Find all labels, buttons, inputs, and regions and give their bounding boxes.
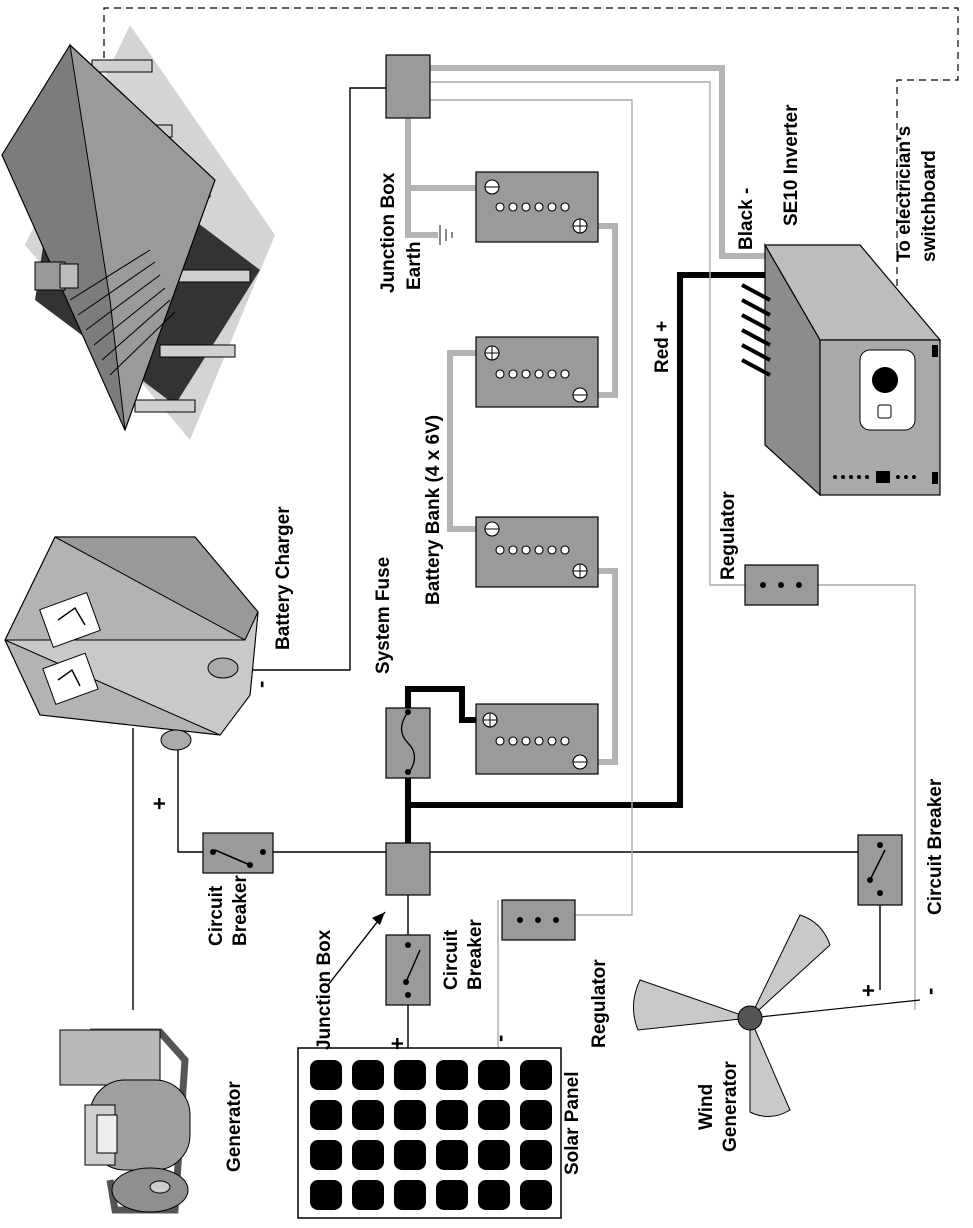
circuit-breaker-icon bbox=[385, 934, 431, 1006]
sign-wind-positive: + bbox=[856, 984, 881, 997]
battery-icon bbox=[475, 516, 599, 588]
junction-box-arrow bbox=[327, 911, 386, 986]
regulator-icon bbox=[744, 564, 819, 606]
circuit-breaker-icon bbox=[202, 832, 274, 874]
junction-box-icon bbox=[385, 54, 431, 119]
inverter-icon bbox=[741, 242, 942, 497]
label-circuit-breaker-mid-1: Circuit bbox=[441, 929, 462, 990]
label-red-positive: Red + bbox=[652, 321, 673, 373]
sign-solar-positive: + bbox=[385, 1037, 410, 1050]
house-icon bbox=[1, 25, 275, 440]
label-black-negative: Black - bbox=[736, 188, 757, 250]
battery-charger-icon bbox=[4, 536, 259, 751]
black-cable-fuse-to-battery bbox=[405, 686, 488, 723]
grey-cable-b2-b3 bbox=[447, 350, 488, 532]
label-system-fuse: System Fuse bbox=[373, 557, 394, 674]
solar-panel-icon bbox=[297, 1047, 562, 1219]
junction-box-arrowhead bbox=[372, 912, 385, 925]
label-regulator-right: Regulator bbox=[718, 491, 739, 580]
earth-ground-icon bbox=[439, 225, 453, 245]
sign-wind-negative: - bbox=[917, 988, 942, 995]
label-wind-generator-1: Wind bbox=[696, 1084, 717, 1130]
label-junction-box-bottom: Junction Box bbox=[314, 929, 335, 1050]
battery-bank bbox=[475, 171, 599, 775]
label-generator: Generator bbox=[224, 1081, 245, 1172]
regulator-wind-wire bbox=[818, 584, 916, 1010]
label-switchboard-line1: To electrician's bbox=[894, 126, 915, 262]
sign-solar-negative: - bbox=[487, 1035, 512, 1042]
sign-charger-positive: + bbox=[147, 797, 172, 810]
wind-turbine-icon bbox=[633, 914, 921, 1117]
label-circuit-breaker-left-1: Circuit bbox=[206, 885, 227, 946]
label-regulator-bottom: Regulator bbox=[589, 959, 610, 1048]
battery-icon bbox=[475, 336, 599, 408]
label-switchboard-line2: switchboard bbox=[919, 150, 940, 262]
regulator-icon bbox=[501, 899, 576, 941]
sign-charger-negative: - bbox=[248, 681, 273, 688]
black-cable-red-to-inverter bbox=[408, 272, 765, 808]
battery-icon bbox=[475, 171, 599, 243]
label-circuit-breaker-left-2: Breaker bbox=[230, 875, 251, 946]
label-solar-panel: Solar Panel bbox=[562, 1072, 583, 1176]
switchboard-dashed-line bbox=[103, 7, 959, 380]
label-junction-box-top: Junction Box bbox=[378, 172, 399, 293]
label-circuit-breaker-mid-2: Breaker bbox=[465, 919, 486, 990]
label-battery-charger: Battery Charger bbox=[273, 506, 294, 650]
junction-box-icon bbox=[385, 842, 431, 896]
grey-cable-jb-to-inverter bbox=[430, 65, 765, 259]
label-earth: Earth bbox=[404, 241, 425, 290]
fuse-icon bbox=[385, 707, 431, 779]
labels: Junction Box Earth Black - SE10 Inverter… bbox=[147, 104, 946, 1175]
label-wind-generator-2: Generator bbox=[720, 1061, 741, 1152]
grey-cable-earth bbox=[405, 188, 438, 238]
label-inverter: SE10 Inverter bbox=[781, 104, 802, 226]
circuit-breaker-icon bbox=[857, 834, 903, 906]
charger-positive-wire bbox=[177, 748, 388, 853]
charger-negative-wire bbox=[248, 87, 386, 671]
regulator-top-wire bbox=[430, 99, 633, 916]
label-circuit-breaker-right: Circuit Breaker bbox=[925, 778, 946, 915]
inverter-regulator-wire bbox=[430, 81, 745, 586]
generator-icon bbox=[59, 1028, 191, 1214]
label-battery-bank: Battery Bank (4 x 6V) bbox=[423, 415, 444, 605]
battery-icon bbox=[475, 703, 599, 775]
